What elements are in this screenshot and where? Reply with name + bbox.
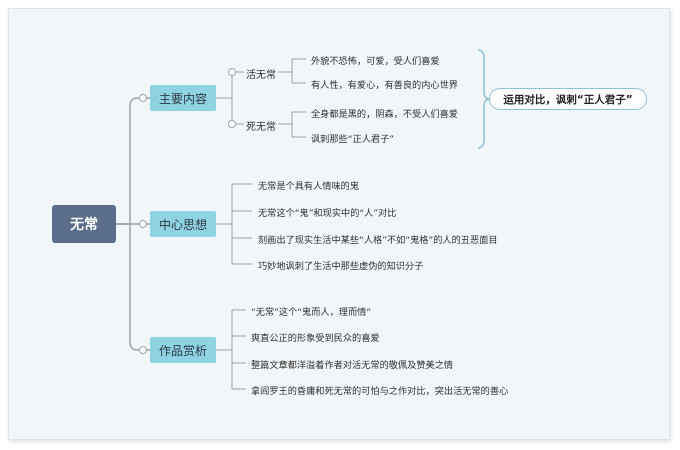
leaf-appreciation-2[interactable]: 爽直公正的形象受到民众的喜爱 — [251, 333, 380, 344]
leaf-appreciation-1[interactable]: “无常”这个“鬼而人，理而情” — [251, 307, 372, 318]
leaf-central-1[interactable]: 无常是个具有人情味的鬼 — [258, 181, 360, 192]
collapse-central-knob[interactable] — [139, 220, 147, 228]
collapse-sub2-knob[interactable] — [228, 120, 236, 128]
leaf-living-1[interactable]: 外貌不恐怖，可爱，受人们喜爱 — [311, 56, 440, 67]
connector-root-appreciation — [116, 223, 150, 351]
branch-central-idea[interactable]: 中心思想 — [150, 211, 216, 237]
connector-appreciation-leaves — [216, 309, 246, 390]
connector-central-leaves — [216, 183, 252, 265]
leaf-appreciation-3[interactable]: 整篇文章都洋溢着作者对活无常的敬佩及赞美之情 — [251, 360, 454, 371]
branch-main-content[interactable]: 主要内容 — [150, 85, 216, 111]
connector-sub1-leaves — [278, 58, 306, 84]
leaf-appreciation-4[interactable]: 拿阎罗王的昏庸和死无常的可怕与之作对比，突出活无常的善心 — [251, 386, 509, 397]
leaf-central-2[interactable]: 无常这个“鬼”和现实中的“人”对比 — [258, 208, 397, 219]
connector-sub2-leaves — [278, 111, 306, 138]
connector-root-main — [116, 97, 150, 225]
leaf-dead-1[interactable]: 全身都是黑的，阴森，不受人们喜爱 — [311, 109, 458, 120]
connector-main-subs — [216, 71, 244, 125]
collapse-main-knob[interactable] — [139, 94, 147, 102]
leaf-dead-2[interactable]: 讽刺那些“正人君子” — [311, 134, 395, 145]
leaf-central-4[interactable]: 巧妙地讽刺了生活中那些虚伪的知识分子 — [258, 261, 424, 272]
summary-callout[interactable]: 运用对比，讽刺“正人君子” — [489, 88, 647, 110]
collapse-sub1-knob[interactable] — [228, 68, 236, 76]
sub-topic-dead-wuchang[interactable]: 死无常 — [246, 122, 276, 133]
leaf-living-2[interactable]: 有人性，有爱心，有善良的内心世界 — [311, 80, 458, 91]
leaf-central-3[interactable]: 刻画出了现实生活中某些“人格”不如“鬼格”的人的丑恶面目 — [258, 235, 498, 246]
sub-topic-living-wuchang[interactable]: 活无常 — [246, 70, 276, 81]
collapse-appreciation-knob[interactable] — [139, 346, 147, 354]
root-node[interactable]: 无常 — [52, 205, 116, 243]
branch-appreciation[interactable]: 作品赏析 — [150, 337, 216, 363]
